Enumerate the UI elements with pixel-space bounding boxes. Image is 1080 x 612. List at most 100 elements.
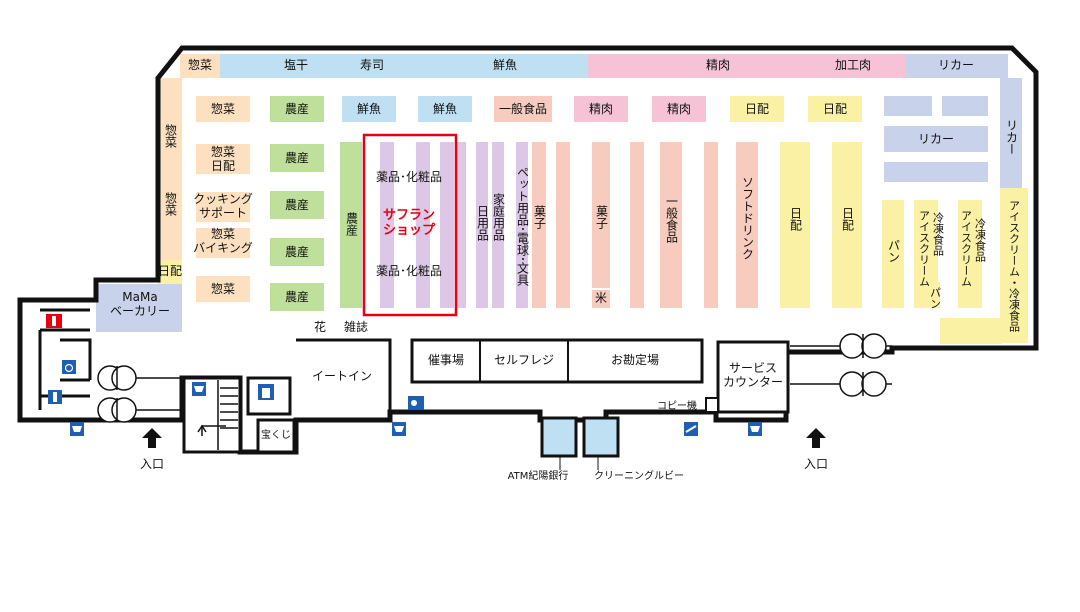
shelf-nousan-1 xyxy=(270,144,324,172)
aisle-pan-1 xyxy=(882,200,904,308)
shelf-deli-4 xyxy=(196,276,250,302)
saffron-bars-4 xyxy=(456,142,466,308)
entrance-left-label[interactable]: 入口 xyxy=(139,457,164,471)
shelf-deli-2 xyxy=(196,192,250,222)
event-label[interactable]: 催事場 xyxy=(427,353,464,367)
aisle-ippan-label: 一般食品 xyxy=(664,195,679,243)
aisle-frozen-1b-label: アイスクリーム xyxy=(917,209,931,287)
r1-nikki-1: 日配 xyxy=(744,102,769,116)
checkout-label[interactable]: お勘定場 xyxy=(610,353,659,367)
band-liquor xyxy=(906,54,1008,78)
saffron-cosme-2: 薬品･化粧品 xyxy=(375,264,442,278)
top-liquor-label: リカー xyxy=(937,58,974,72)
shelf-nousan-4 xyxy=(270,283,324,311)
left-room-walls xyxy=(38,308,92,410)
wheelchair-icon xyxy=(62,360,76,374)
service-label-1[interactable]: サービス xyxy=(728,361,777,375)
shelf-deli-1 xyxy=(196,144,250,174)
shelf-r1-nikki2 xyxy=(808,96,862,122)
r1-sengyo-1: 鮮魚 xyxy=(356,102,381,116)
r1-ippan: 一般食品 xyxy=(498,102,547,116)
atm-box xyxy=(540,416,578,458)
aisle-nikki-1-label: 日配 xyxy=(788,207,803,231)
shelf-r1-liquor1 xyxy=(884,96,932,116)
smoking-icon xyxy=(684,422,698,436)
saffron-bars-1 xyxy=(380,142,394,308)
aisle-s2 xyxy=(556,142,570,308)
nousan-vertical: 農産 xyxy=(344,212,359,236)
shelf-r1-sengyo2 xyxy=(418,96,472,122)
shelf-r1-liquor2 xyxy=(942,96,988,116)
top-sushi-label: 寿司 xyxy=(359,58,384,72)
band-seiniku xyxy=(588,54,906,78)
service-label-2[interactable]: カウンター xyxy=(722,375,783,389)
aisle-nichiyou-label: 日用品 xyxy=(475,205,490,241)
right-bottom-yellow xyxy=(940,318,1002,344)
shelf-r1-seiniku2 xyxy=(652,96,706,122)
cleaning-box xyxy=(582,416,620,458)
r1-sengyo-2: 鮮魚 xyxy=(432,102,457,116)
elevator-room xyxy=(246,376,292,416)
aisle-nikki-2 xyxy=(832,142,862,308)
shelf-r1-nikki1 xyxy=(730,96,784,122)
left-col-nikki xyxy=(158,260,182,284)
left-nikki: 日配 xyxy=(157,264,182,278)
shelf-r1-sengyo1 xyxy=(342,96,396,122)
cleaning-label: クリーニングルビー xyxy=(594,471,684,482)
saffron-cosme-1: 薬品･化粧品 xyxy=(375,170,442,184)
bakery-label-2: ベーカリー xyxy=(109,304,170,318)
entrance-right-label[interactable]: 入口 xyxy=(803,457,828,471)
aisle-katei-label: 家庭用品 xyxy=(491,193,506,241)
aisle-frozen-2a-label: 冷凍食品 xyxy=(973,218,987,262)
deli-cooking-2: サポート xyxy=(198,206,247,220)
restroom-icon xyxy=(46,314,62,328)
left-col-sozai xyxy=(158,78,182,260)
takarakuji-booth xyxy=(256,418,296,454)
elevator-icon xyxy=(258,384,274,400)
aisle-kome-label: 米 xyxy=(594,291,607,305)
r1-nikki-2: 日配 xyxy=(822,102,847,116)
r1-seiniku-2: 精肉 xyxy=(666,102,691,116)
shelf-deli-3 xyxy=(196,228,250,258)
saffron-bars-3 xyxy=(440,142,454,308)
right-doors xyxy=(790,333,892,397)
r1-seiniku-1: 精肉 xyxy=(588,102,613,116)
aisle-katei xyxy=(492,142,504,308)
aisle-nichiyou xyxy=(476,142,488,308)
band-shioboshi-sengyo xyxy=(220,54,588,78)
aisle-pan-2 xyxy=(928,282,940,308)
nousan-4: 農産 xyxy=(284,290,309,304)
takarakuji-label: 宝くじ xyxy=(261,430,291,441)
saffron-shop-2: ショップ xyxy=(382,223,435,238)
cart-icon xyxy=(192,382,206,396)
deli-sozai: 惣菜 xyxy=(210,282,235,296)
deli-cooking-1: クッキング xyxy=(193,192,253,206)
deli-sozai-nikki-1: 惣菜 xyxy=(210,145,235,159)
top-kakouniku-label: 加工肉 xyxy=(834,58,871,72)
aisle-frozen-1a-label: 冷凍食品 xyxy=(931,212,945,256)
aisle-frozen-2b-label: アイスクリーム xyxy=(959,209,973,287)
building-outline xyxy=(17,45,1039,455)
right-col-liquor xyxy=(1000,78,1022,188)
aisle-kome xyxy=(592,290,610,308)
right-col-ice xyxy=(1000,188,1028,343)
top-sozai-label: 惣菜 xyxy=(187,58,212,72)
aisle-kashi-2 xyxy=(592,142,610,288)
aisle-softdrink xyxy=(736,142,758,308)
cart-icon xyxy=(70,422,84,436)
atm-label: ATM紀陽銀行 xyxy=(507,471,569,482)
bakery-area xyxy=(96,284,182,332)
aisle-frozen-2 xyxy=(958,200,982,308)
aisle-nikki-2-label: 日配 xyxy=(840,207,855,231)
bakery-label-1: MaMa xyxy=(122,290,158,304)
left-sozai-1: 惣菜 xyxy=(163,124,178,148)
deli-viking-2: バイキング xyxy=(193,241,253,255)
self-reg-label[interactable]: セルフレジ xyxy=(493,353,554,367)
entrance-arrow-icon xyxy=(806,428,826,448)
eat-in-label: イートイン xyxy=(311,369,372,383)
aisle-kashi-1-label: 菓子 xyxy=(532,205,547,229)
service-counter-box xyxy=(716,340,790,414)
nousan-1: 農産 xyxy=(284,151,309,165)
nousan-2: 農産 xyxy=(284,198,309,212)
